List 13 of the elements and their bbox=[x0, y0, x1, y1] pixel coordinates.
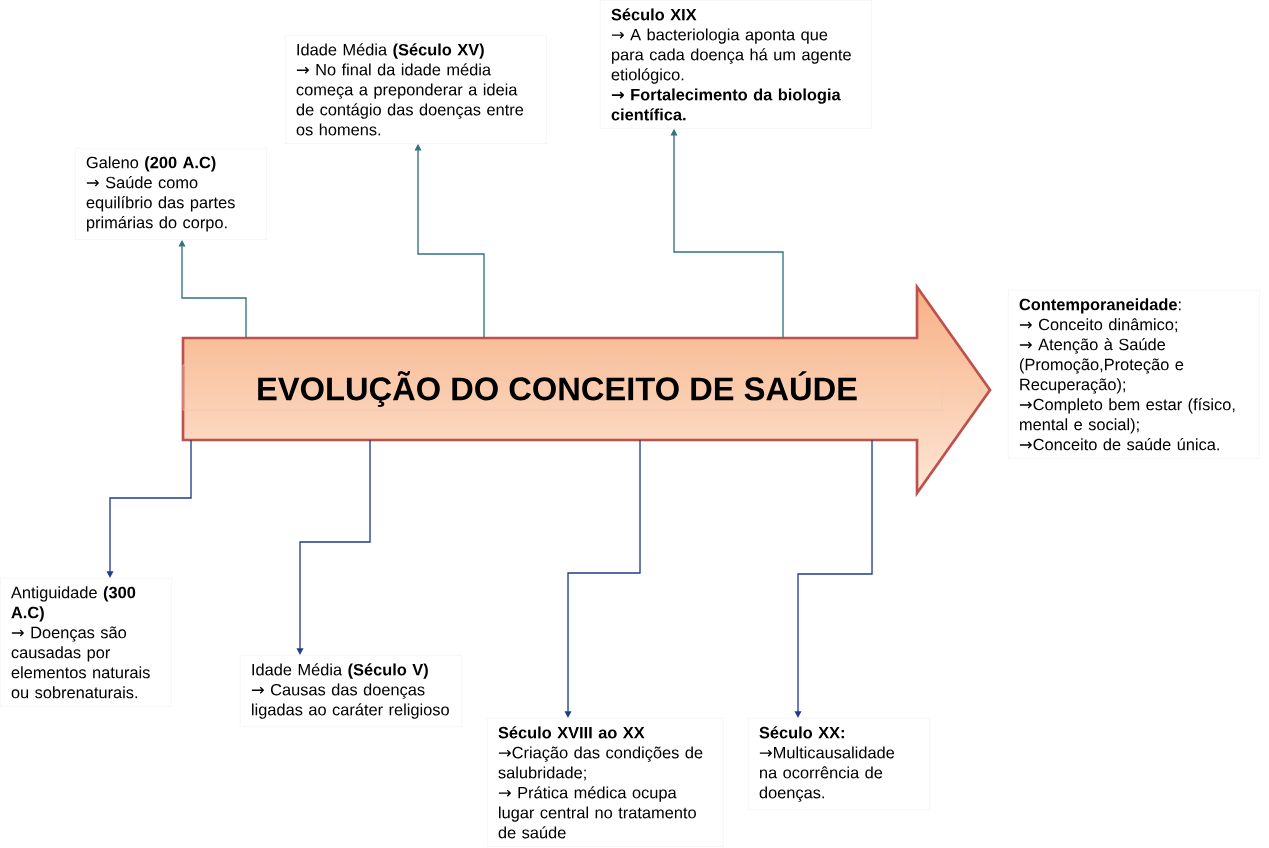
text-box: Idade Média (Século XV) → No final da idade média começa a preponderar a ideia de contágio das doenças entre os homens. bbox=[285, 35, 547, 144]
connector-arrow bbox=[794, 439, 873, 718]
text-box: Antiguidade (300 A.C) → Doenças são causadas por elementos naturais ou sobrenaturais. bbox=[0, 578, 172, 707]
text-box: Século XIX → A bacteriologia aponta que para cada doença há um agente etiológico. → Fortalecimento da biologia científica. bbox=[600, 0, 872, 129]
text-box: Galeno (200 A.C) → Saúde como equilíbrio das partes primárias do corpo. bbox=[75, 148, 267, 240]
text-box: Idade Média (Século V) → Causas das doenças ligadas ao caráter religioso bbox=[240, 655, 462, 727]
text-box: Século XVIII ao XX →Criação das condições de salubridade; → Prática médica ocupa lugar central no tratamento de saúde bbox=[487, 718, 724, 847]
connector-arrow bbox=[106, 439, 192, 578]
connector-arrow bbox=[296, 439, 371, 655]
text-box: Contemporaneidade: → Conceito dinâmico; → Atenção à Saúde (Promoção,Proteção e Recuperação); →Completo bem estar (físico, mental e social); →Conceito de saúde única. bbox=[1008, 290, 1260, 459]
connector-arrow bbox=[564, 439, 641, 718]
title-banner: EVOLUÇÃO DO CONCEITO DE SAÚDE bbox=[181, 282, 992, 498]
text-box: Século XX: →Multicausalidade na ocorrência de doenças. bbox=[748, 718, 930, 811]
